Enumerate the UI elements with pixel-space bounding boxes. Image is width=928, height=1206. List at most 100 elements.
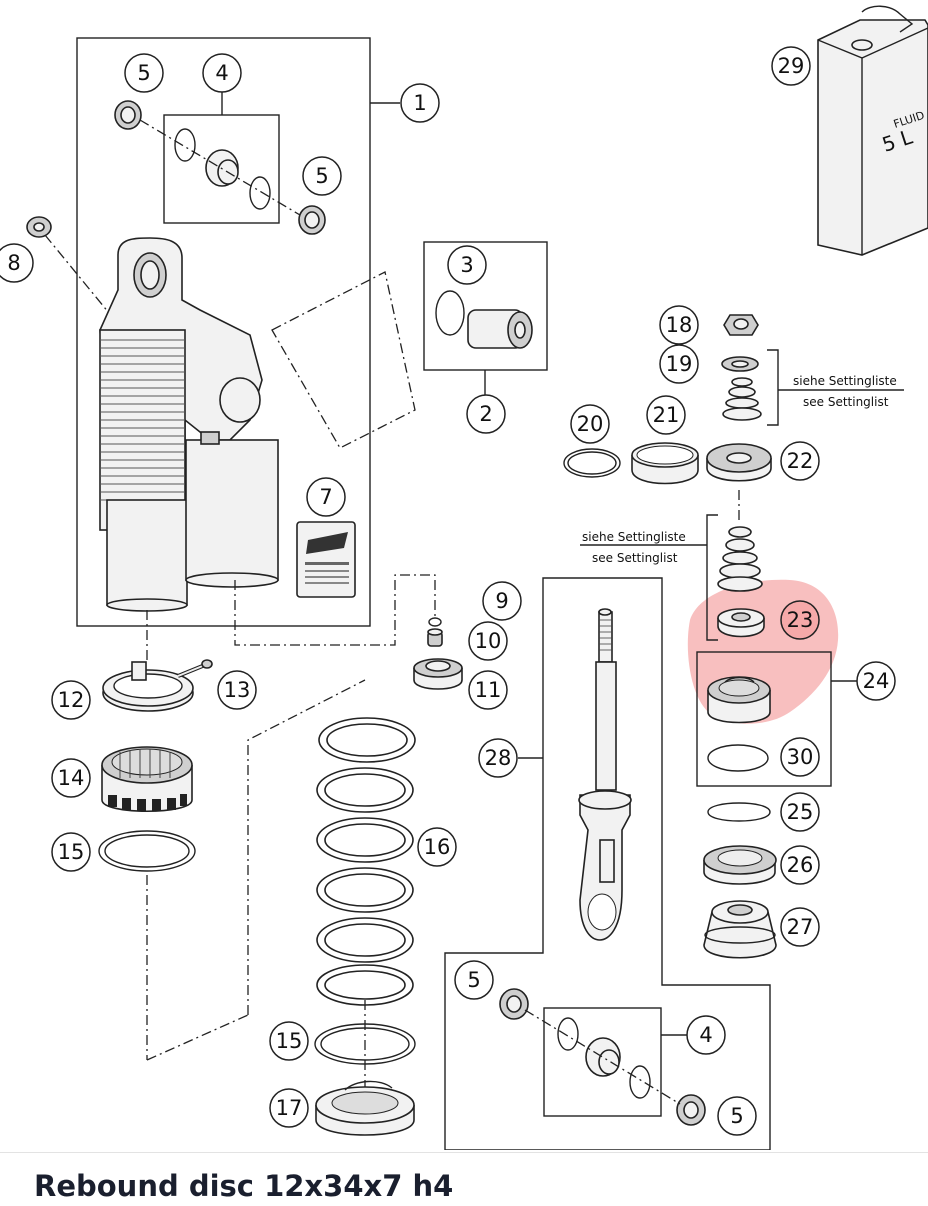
svg-text:12: 12 bbox=[58, 688, 85, 712]
small-washer bbox=[428, 617, 442, 627]
svg-text:4: 4 bbox=[699, 1023, 712, 1047]
callout-5-lower-right[interactable]: 5 bbox=[717, 1096, 757, 1136]
svg-text:17: 17 bbox=[276, 1096, 303, 1120]
shim-stack-upper bbox=[722, 377, 762, 421]
setting-note-de-lower: siehe Settingliste bbox=[582, 530, 686, 544]
callout-5-upper-right[interactable]: 5 bbox=[302, 156, 342, 196]
bump-stop-kit-frame bbox=[696, 651, 832, 787]
svg-text:24: 24 bbox=[863, 669, 890, 693]
callout-29[interactable]: 29 bbox=[771, 46, 811, 86]
divider bbox=[0, 1152, 928, 1153]
fluid-can: FLUID 5 L bbox=[817, 5, 928, 256]
piston-ring bbox=[563, 448, 621, 478]
callout-4-lower[interactable]: 4 bbox=[686, 1015, 726, 1055]
adjusting-ring bbox=[101, 746, 193, 812]
bearing-kit-frame-lower bbox=[543, 1007, 662, 1117]
svg-text:5: 5 bbox=[137, 61, 150, 85]
svg-text:13: 13 bbox=[224, 678, 251, 702]
spring-washer-lower bbox=[314, 1023, 416, 1065]
callout-1[interactable]: 1 bbox=[400, 83, 440, 123]
callout-28[interactable]: 28 bbox=[478, 738, 518, 778]
product-title: Rebound disc 12x34x7 h4 bbox=[34, 1169, 454, 1203]
svg-text:26: 26 bbox=[787, 853, 814, 877]
svg-text:16: 16 bbox=[424, 835, 451, 859]
callout-19[interactable]: 19 bbox=[659, 344, 699, 384]
callout-24[interactable]: 24 bbox=[856, 661, 896, 701]
callout-30[interactable]: 30 bbox=[780, 737, 820, 777]
reservoir-cap-part bbox=[435, 290, 533, 349]
callout-3[interactable]: 3 bbox=[447, 245, 487, 285]
bearing-parts-upper bbox=[114, 100, 326, 235]
callout-16[interactable]: 16 bbox=[417, 827, 457, 867]
bearing-cup bbox=[703, 845, 777, 885]
callout-21[interactable]: 21 bbox=[646, 395, 686, 435]
shim-stack-lower bbox=[717, 526, 763, 592]
callout-12[interactable]: 12 bbox=[51, 680, 91, 720]
callout-26[interactable]: 26 bbox=[780, 845, 820, 885]
callout-15-upper[interactable]: 15 bbox=[51, 832, 91, 872]
svg-text:9: 9 bbox=[495, 589, 508, 613]
callout-10[interactable]: 10 bbox=[468, 621, 508, 661]
svg-text:2: 2 bbox=[479, 402, 492, 426]
clamp-bolt bbox=[177, 659, 213, 678]
svg-text:15: 15 bbox=[276, 1029, 303, 1053]
callout-5-upper-left[interactable]: 5 bbox=[124, 53, 164, 93]
svg-text:5: 5 bbox=[467, 968, 480, 992]
damper-assembly-frame bbox=[76, 37, 371, 627]
bump-rubber bbox=[703, 900, 777, 959]
svg-text:25: 25 bbox=[787, 800, 814, 824]
callout-4-upper[interactable]: 4 bbox=[202, 53, 242, 93]
callout-13[interactable]: 13 bbox=[217, 670, 257, 710]
svg-text:8: 8 bbox=[7, 251, 20, 275]
svg-text:22: 22 bbox=[787, 449, 814, 473]
piston bbox=[706, 443, 772, 482]
svg-text:29: 29 bbox=[778, 54, 805, 78]
callout-20[interactable]: 20 bbox=[570, 404, 610, 444]
svg-text:15: 15 bbox=[58, 840, 85, 864]
callout-17[interactable]: 17 bbox=[269, 1088, 309, 1128]
callout-14[interactable]: 14 bbox=[51, 758, 91, 798]
callout-7[interactable]: 7 bbox=[306, 477, 346, 517]
svg-text:18: 18 bbox=[666, 313, 693, 337]
spring-washer-upper bbox=[98, 830, 196, 872]
svg-text:21: 21 bbox=[653, 403, 680, 427]
svg-text:30: 30 bbox=[787, 745, 814, 769]
reservoir-cap-lower bbox=[413, 658, 463, 690]
piston-band bbox=[631, 442, 699, 485]
callout-8[interactable]: 8 bbox=[0, 243, 34, 283]
callout-23-highlighted[interactable]: 23 bbox=[780, 600, 820, 640]
svg-text:5: 5 bbox=[730, 1104, 743, 1128]
callout-27[interactable]: 27 bbox=[780, 907, 820, 947]
spring-seat-lower bbox=[315, 1080, 415, 1136]
bump-stop-cup bbox=[707, 676, 771, 724]
circlip bbox=[707, 802, 771, 822]
svg-text:10: 10 bbox=[475, 629, 502, 653]
svg-text:5: 5 bbox=[315, 164, 328, 188]
callout-5-lower-left[interactable]: 5 bbox=[454, 960, 494, 1000]
svg-text:23: 23 bbox=[787, 608, 814, 632]
callout-25[interactable]: 25 bbox=[780, 792, 820, 832]
piston-rod-frame bbox=[444, 577, 771, 1150]
svg-text:4: 4 bbox=[215, 61, 228, 85]
setting-note-de-upper: siehe Settingliste bbox=[793, 374, 897, 388]
lock-nut bbox=[723, 314, 759, 336]
svg-text:11: 11 bbox=[475, 678, 502, 702]
setting-note-en-lower: see Settinglist bbox=[592, 551, 678, 565]
bearing-parts-lower bbox=[499, 988, 706, 1126]
callout-2[interactable]: 2 bbox=[466, 394, 506, 434]
piston-rod bbox=[578, 608, 632, 941]
svg-text:1: 1 bbox=[413, 91, 426, 115]
callout-22[interactable]: 22 bbox=[780, 441, 820, 481]
shim-washer bbox=[721, 356, 759, 372]
svg-text:14: 14 bbox=[58, 766, 85, 790]
coil-spring bbox=[316, 717, 416, 1006]
svg-text:3: 3 bbox=[460, 253, 473, 277]
svg-text:7: 7 bbox=[319, 485, 332, 509]
warning-sticker bbox=[296, 521, 356, 598]
callout-15-lower[interactable]: 15 bbox=[269, 1021, 309, 1061]
callout-11[interactable]: 11 bbox=[468, 670, 508, 710]
spring-retainer-clamp bbox=[102, 661, 194, 712]
callout-9[interactable]: 9 bbox=[482, 581, 522, 621]
svg-text:19: 19 bbox=[666, 352, 693, 376]
callout-18[interactable]: 18 bbox=[659, 305, 699, 345]
